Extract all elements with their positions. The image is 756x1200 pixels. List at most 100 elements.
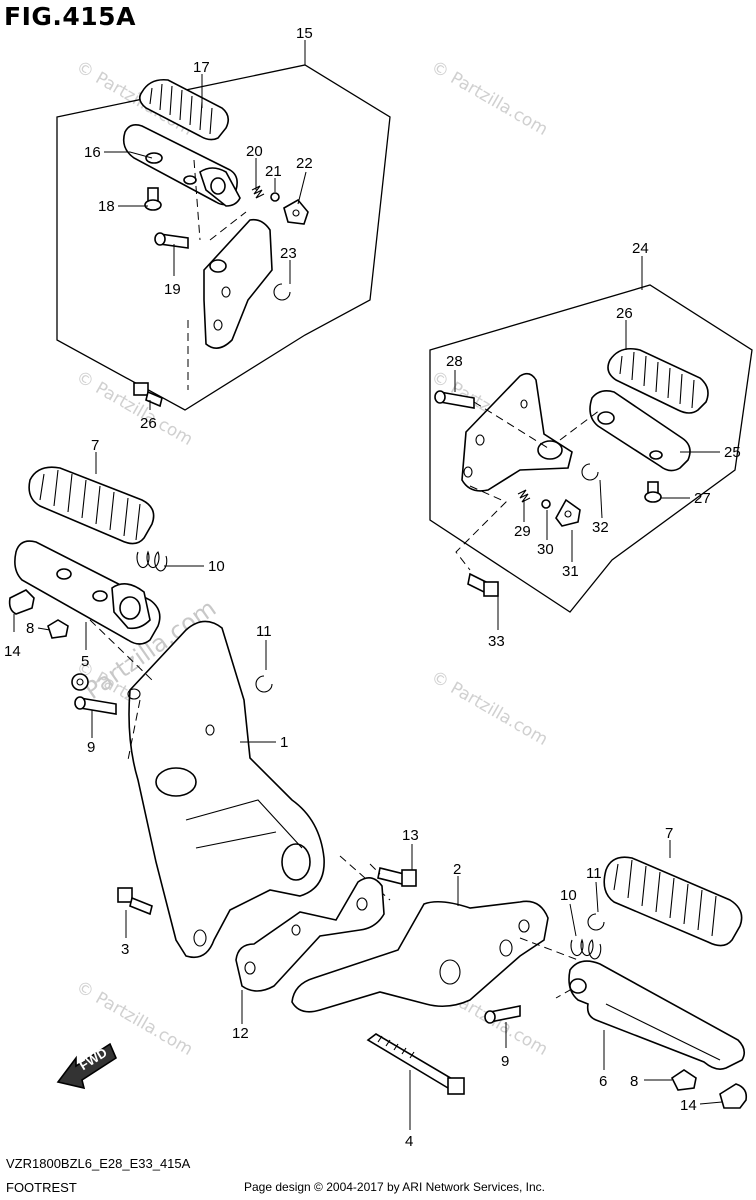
assembly-line <box>455 485 507 571</box>
callout-14-right: 14 <box>680 1097 697 1114</box>
callout-22: 22 <box>296 155 313 172</box>
footrest-6-right <box>568 960 746 1070</box>
clip-11-left <box>255 675 273 693</box>
footrest-rubber-17 <box>138 78 230 141</box>
spring-10-left <box>136 550 168 572</box>
spring-29 <box>517 489 531 503</box>
callout-23: 23 <box>280 245 297 262</box>
callout-10-right: 10 <box>560 887 577 904</box>
callout-33: 33 <box>488 633 505 650</box>
callout-16: 16 <box>84 144 101 161</box>
bolt-4 <box>366 1033 465 1095</box>
callout-9-left: 9 <box>87 739 95 756</box>
ball-30 <box>541 499 551 509</box>
bracket-2 <box>291 900 549 1013</box>
assembly-line <box>559 409 601 441</box>
inset-frame-15 <box>56 64 391 411</box>
bracket-inset-15 <box>203 218 273 349</box>
rubber-cap-14-left <box>8 589 35 615</box>
callout-32: 32 <box>592 519 609 536</box>
footrest-16 <box>122 124 241 207</box>
assembly-line <box>127 699 141 761</box>
plate-31 <box>555 498 581 527</box>
callout-28: 28 <box>446 353 463 370</box>
footrest-rubber-7-right <box>603 856 743 947</box>
figure-title: FIG.415A <box>4 2 136 31</box>
nut-8-right <box>670 1069 697 1091</box>
rubber-cap-14-right <box>719 1083 748 1109</box>
callout-10-left: 10 <box>208 558 225 575</box>
washer-left <box>71 673 89 691</box>
nut-8-left <box>47 619 69 639</box>
bracket-inset-24 <box>461 372 573 492</box>
assembly-line <box>89 619 153 681</box>
section-name: FOOTREST <box>6 1180 77 1195</box>
callout-29: 29 <box>514 523 531 540</box>
clip-11-right <box>587 913 605 931</box>
callout-11-left: 11 <box>256 623 272 640</box>
callout-3: 3 <box>121 941 129 958</box>
callout-27: 27 <box>694 490 711 507</box>
pin-19 <box>154 232 189 249</box>
assembly-line <box>209 211 247 241</box>
callout-13: 13 <box>402 827 419 844</box>
callout-24: 24 <box>632 240 649 257</box>
callout-14-left: 14 <box>4 643 21 660</box>
pin-9-left <box>74 696 117 715</box>
bolt-3 <box>117 887 153 916</box>
callout-31: 31 <box>562 563 579 580</box>
ball-21 <box>270 192 280 202</box>
spring-20 <box>251 185 265 199</box>
footrest-rubber-7-left <box>28 466 155 545</box>
callout-6: 6 <box>599 1073 607 1090</box>
plate-22 <box>283 198 309 225</box>
footrest-25 <box>589 390 691 472</box>
callout-17: 17 <box>193 59 210 76</box>
bolt-18 <box>144 187 162 211</box>
bracket-12 <box>235 877 385 992</box>
bracket-1 <box>127 620 325 959</box>
callout-1: 1 <box>280 734 288 751</box>
callout-4: 4 <box>405 1133 413 1150</box>
callout-26-left: 26 <box>140 415 157 432</box>
watermark: © Partzilla.com <box>428 57 552 140</box>
pin-9-right <box>484 1005 521 1024</box>
callout-20: 20 <box>246 143 263 160</box>
callout-19: 19 <box>164 281 181 298</box>
bolt-33 <box>467 572 499 597</box>
bolt-26 <box>133 382 163 408</box>
leader-lines <box>13 40 723 1130</box>
watermark: © Partzilla.com <box>428 667 552 750</box>
callout-7-right: 7 <box>665 825 673 842</box>
callout-labels: 15 17 16 18 19 20 21 22 23 26 24 26 28 2… <box>4 25 741 1150</box>
callout-5: 5 <box>81 653 89 670</box>
callout-30: 30 <box>537 541 554 558</box>
clip-32 <box>581 463 599 481</box>
assembly-line <box>193 159 201 241</box>
bolt-27 <box>644 481 662 503</box>
callout-12: 12 <box>232 1025 249 1042</box>
model-code: VZR1800BZL6_E28_E33_415A <box>6 1156 191 1171</box>
callout-26-right: 26 <box>616 305 633 322</box>
callout-11-right: 11 <box>586 865 602 882</box>
inset-frame-24 <box>429 284 753 613</box>
callout-7-left: 7 <box>91 437 99 454</box>
footrest-rubber-26 <box>607 347 709 414</box>
copyright-notice: Page design © 2004-2017 by ARI Network S… <box>244 1180 546 1194</box>
spring-10-right <box>570 938 602 960</box>
bolt-13 <box>377 867 417 887</box>
callout-8-left: 8 <box>26 620 34 637</box>
callout-15: 15 <box>296 25 313 42</box>
clip-23 <box>273 283 291 301</box>
callout-9-right: 9 <box>501 1053 509 1070</box>
callout-21: 21 <box>265 163 282 180</box>
assembly-line <box>519 937 579 999</box>
forward-direction-arrow: FWD <box>56 1042 118 1090</box>
callout-25: 25 <box>724 444 741 461</box>
callout-8-right: 8 <box>630 1073 638 1090</box>
assembly-line <box>473 401 549 449</box>
callout-18: 18 <box>98 198 115 215</box>
watermark: © Partzilla.com <box>73 977 197 1060</box>
pin-28 <box>434 390 475 409</box>
